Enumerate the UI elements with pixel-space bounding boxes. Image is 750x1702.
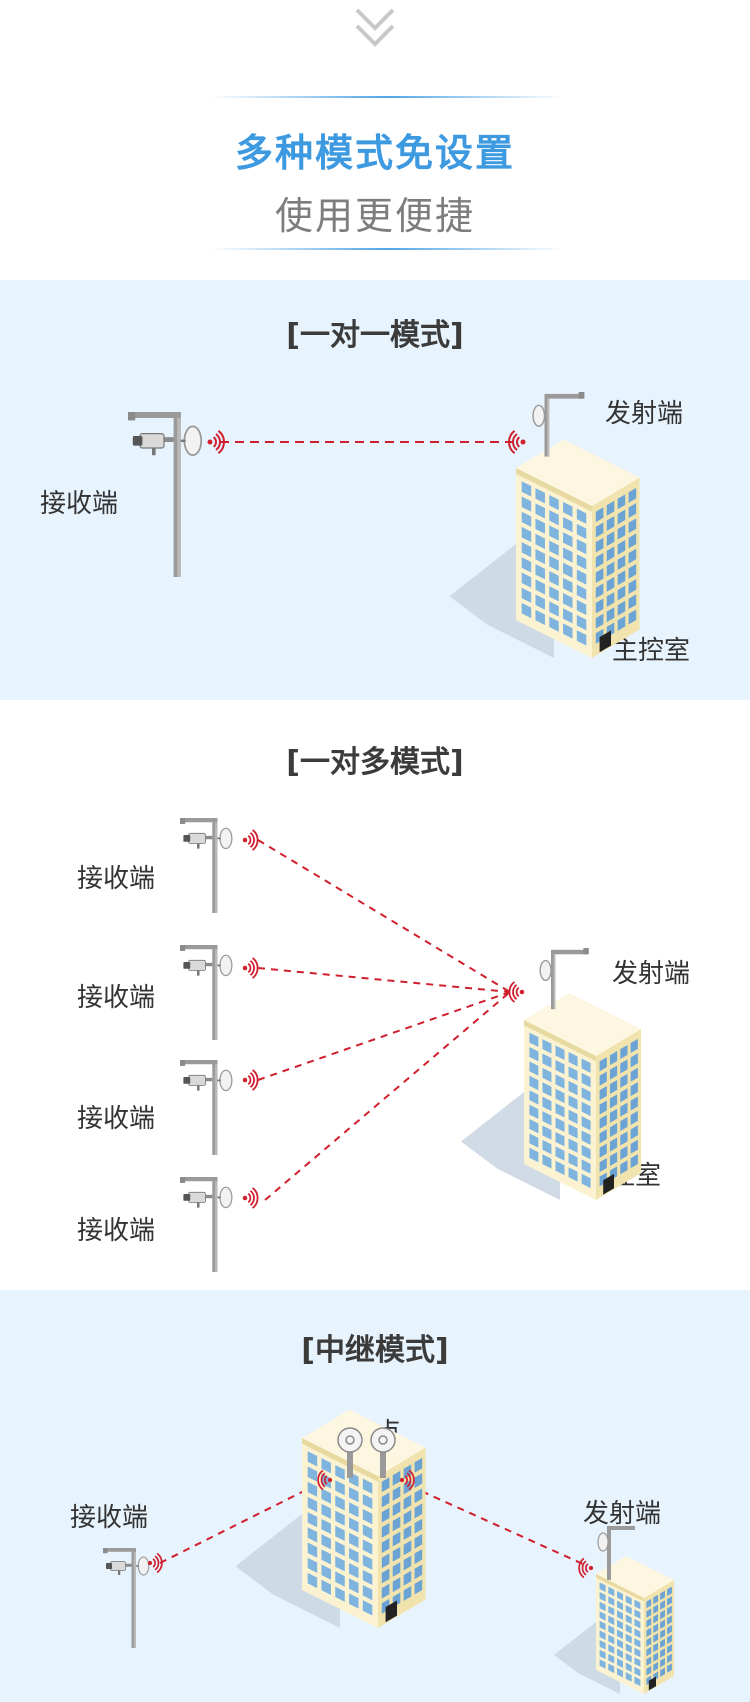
wifi-signal-icon [242, 957, 259, 979]
building-icon [554, 1526, 674, 1694]
one-to-many-section: [一对多模式] 接收端 接收端 接收端 接收端 发射端 主控室 [0, 700, 750, 1290]
chevron-down-icon [355, 8, 395, 47]
receiver-label: 接收端 [77, 983, 156, 1013]
wifi-signal-icon [242, 1069, 259, 1091]
camera-pole-icon [128, 412, 203, 577]
one-to-one-section: [一对一模式] 接收端 发射端 主控室 [0, 280, 750, 700]
page-subtitle: 使用更便捷 [274, 194, 475, 238]
receiver-label: 接收端 [77, 1104, 156, 1134]
wifi-signal-icon [578, 1557, 594, 1579]
header-divider-bottom [210, 248, 565, 250]
wifi-signal-icon [242, 829, 259, 851]
antenna-dish-icon [337, 1427, 363, 1478]
wifi-signal-icon [508, 981, 525, 1003]
camera-pole-icon [180, 945, 233, 1040]
building-icon [461, 948, 641, 1200]
wifi-signal-icon [242, 1187, 259, 1209]
camera-pole-icon [180, 1177, 233, 1272]
control-room-label: 主控室 [612, 636, 691, 666]
page-title: 多种模式免设置 [234, 131, 515, 175]
receiver-label: 接收端 [77, 1216, 156, 1246]
signal-links [257, 839, 511, 1201]
building-icon [449, 392, 640, 658]
relay-title: [中继模式] [301, 1333, 449, 1368]
wifi-signal-icon [399, 1469, 415, 1491]
wifi-signal-icon [147, 1552, 163, 1574]
header-section: 多种模式免设置 使用更便捷 [0, 0, 750, 280]
one-to-many-title: [一对多模式] [286, 745, 464, 780]
one-to-one-title: [一对一模式] [286, 318, 464, 353]
camera-pole-icon [180, 818, 233, 913]
receiver-label: 接收端 [40, 489, 119, 519]
transmitter-label: 发射端 [612, 959, 691, 989]
wifi-signal-icon [508, 430, 526, 454]
header-divider-top [210, 96, 565, 98]
relay-section: [中继模式] 中继点 接收端 发射端 [0, 1290, 750, 1702]
wifi-signal-icon [207, 430, 225, 454]
relay-diagram [103, 1409, 674, 1694]
antenna-dish-icon [370, 1427, 396, 1478]
transmitter-label: 发射端 [605, 399, 684, 429]
wifi-signal-icon [317, 1469, 333, 1491]
transmitter-label: 发射端 [583, 1499, 662, 1529]
one-to-many-diagram [180, 818, 641, 1272]
one-to-one-diagram [128, 392, 640, 658]
camera-pole-icon [103, 1548, 150, 1648]
receiver-label: 接收端 [77, 864, 156, 894]
camera-pole-icon [180, 1060, 233, 1155]
building-icon [235, 1409, 426, 1628]
receiver-label: 接收端 [70, 1503, 149, 1533]
